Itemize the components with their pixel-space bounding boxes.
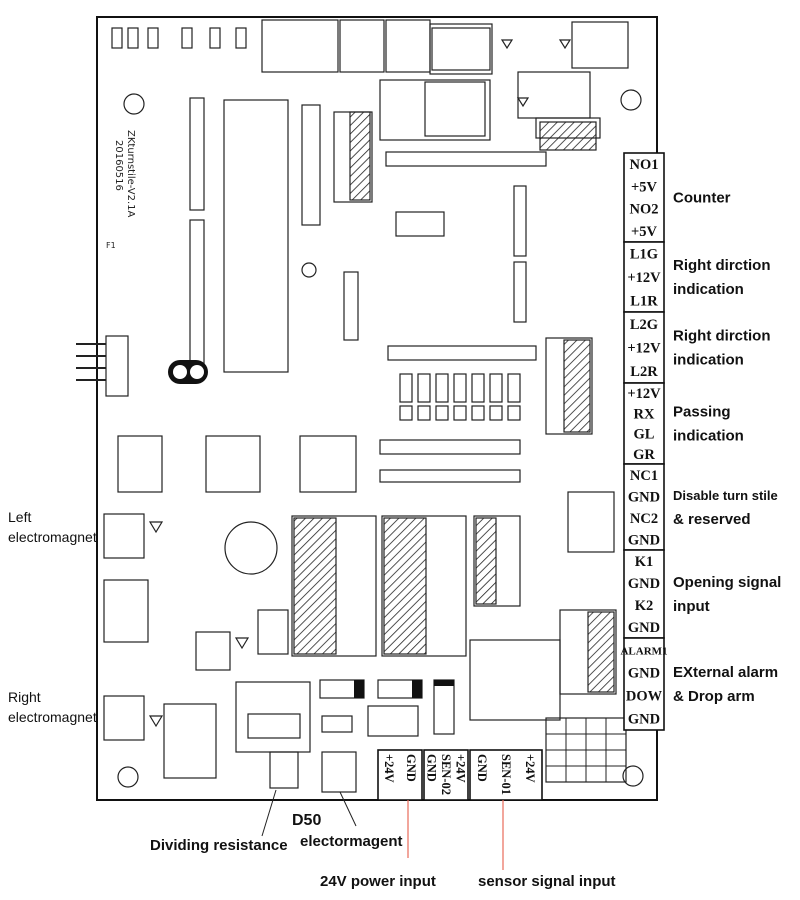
left-magnet-label-line1: Left [8,509,31,525]
left-components [76,335,289,779]
terminal-pin-label: NO1 [630,157,659,173]
terminal-function-label: & Drop arm [673,688,755,705]
terminal-pin-label: DOW [626,689,663,705]
terminal-pin-label: RX [634,406,655,422]
left-magnet-label-line2: electromagnet [8,529,97,545]
terminal-pin-label: NC1 [630,468,658,484]
terminal-pin-label: GND [628,712,660,728]
terminal-block-7 [623,637,665,731]
terminal-function-label: & reserved [673,511,751,528]
left-labels: Left electromagnet Right electromagnet [8,509,97,725]
terminal-pin-label: L2G [630,317,658,333]
bottom-terminal-pin-label: +24V [454,754,468,783]
d50-label: D50 [292,812,321,829]
terminal-function-label: Counter [673,190,731,207]
terminal-block-5 [623,463,665,551]
terminal-pin-label: GND [628,666,660,682]
bottom-headers [269,751,357,793]
terminal-pin-label: K2 [635,598,654,614]
terminal-function-label: indication [673,281,744,298]
terminal-block-1 [623,152,665,243]
sensor-input-label: sensor signal input [478,873,616,890]
terminal-pin-label: GL [634,427,655,443]
terminal-pin-label: GR [633,447,655,463]
terminal-pin-label: GND [628,532,660,548]
terminal-function-label: indication [673,428,744,445]
terminal-block-6 [623,549,665,639]
bottom-terminal-block-3 [469,749,543,801]
fuse-label: F1 [106,241,116,250]
dividing-resistance-label: Dividing resistance [150,837,288,854]
terminal-function-label: Disable turn stile [673,488,778,503]
terminal-block-2 [623,241,665,313]
board-date-label: 20160516 [113,140,124,191]
bottom-terminal-pin-label: GND [424,754,438,782]
terminal-function-label: EXternal alarm [673,664,778,681]
terminal-pin-label: GND [628,489,660,505]
terminal-pin-label: NO2 [630,202,659,218]
bottom-terminal-pin-label: +24V [382,754,396,783]
terminal-pin-label: NC2 [630,511,658,527]
mounting-holes [117,89,644,788]
electromagnet-label: electormagent [300,833,403,850]
terminal-block-4 [623,382,665,465]
terminal-pin-label: L1G [630,247,658,263]
terminal-function-label: Right dirction [673,328,771,345]
right-magnet-label-line1: Right [8,689,41,705]
bottom-terminal-block-2 [423,749,469,801]
terminal-pin-label: GND [628,576,660,592]
terminal-pin-label: +12V [627,341,661,357]
power-input-label: 24V power input [320,873,436,890]
terminal-pin-label: +5V [631,224,658,240]
bottom-terminal-pin-label: SEN-02 [439,754,453,795]
terminal-pin-label: +5V [631,179,658,195]
terminal-pin-label: +12V [627,270,661,286]
bottom-terminal-pin-label: +24V [523,754,537,783]
terminal-function-label: Passing [673,404,731,421]
terminal-pin-label: K1 [635,554,654,570]
terminal-function-label: input [673,598,710,615]
electromagnet-callout-line [339,791,357,827]
terminal-pin-label: GND [628,620,660,636]
bottom-terminal-block-1 [377,749,423,801]
terminal-pin-label: L1R [630,293,658,309]
terminal-function-label: Right dirction [673,257,771,274]
top-components [111,19,629,151]
bottom-terminal-pin-label: GND [475,754,489,782]
terminal-pin-label: +12V [627,386,661,402]
ic-area [117,97,593,493]
bottom-callouts: D50 Dividing resistance electormagent 24… [150,789,616,890]
terminal-pin-label: L2R [630,364,658,380]
power-section [235,491,627,783]
dividing-callout-line [261,789,277,837]
terminal-function-label: indication [673,352,744,369]
bottom-terminal-pin-label: GND [404,754,418,782]
terminal-function-label: Opening signal [673,574,781,591]
bottom-terminal-pin-label: SEN-01 [499,754,513,795]
right-magnet-label-line2: electromagnet [8,709,97,725]
terminal-pin-label: ALARM1 [620,646,667,658]
board-model-label: ZKturnstile-V2.1A [125,130,136,218]
